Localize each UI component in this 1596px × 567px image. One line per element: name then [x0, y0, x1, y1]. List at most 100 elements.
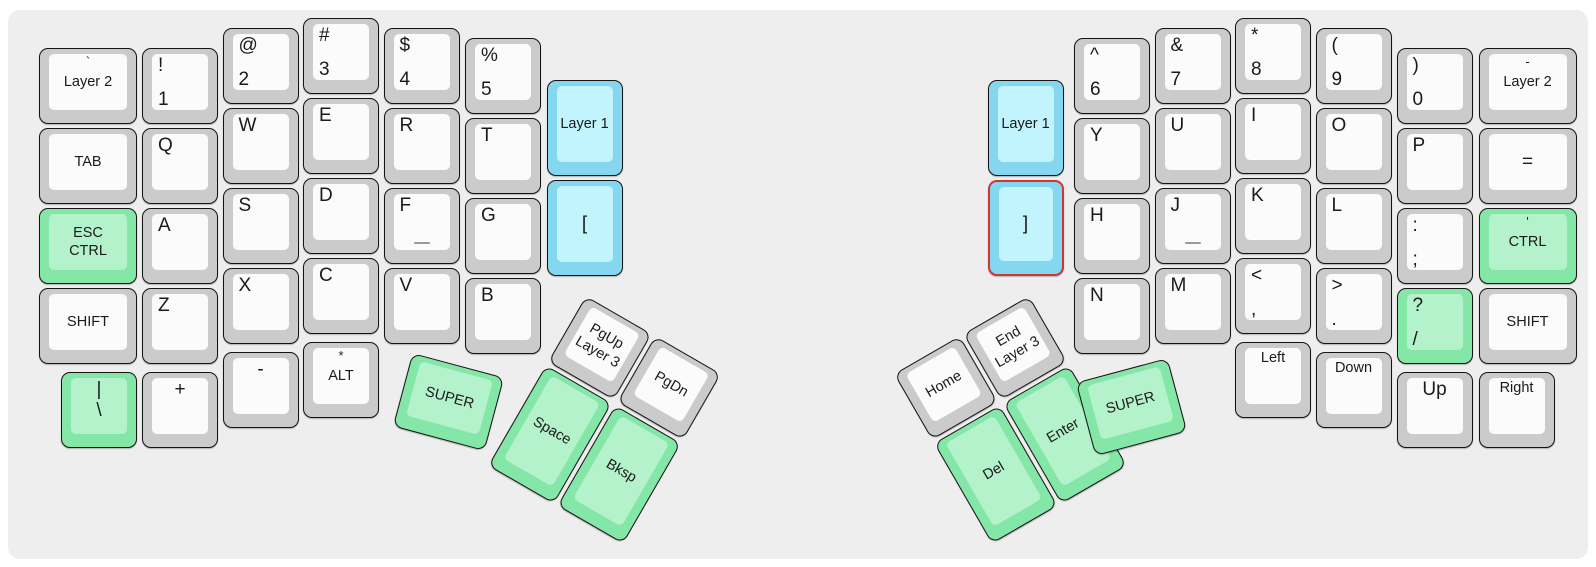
keycap-top: SUPER	[406, 361, 494, 435]
key-c[interactable]: C	[303, 258, 379, 334]
key-equals[interactable]: =	[1478, 128, 1577, 204]
key-amp-7[interactable]: &7	[1154, 28, 1231, 104]
key-z[interactable]: Z	[142, 288, 218, 364]
key-dash-layer2[interactable]: -Layer 2	[1478, 48, 1577, 124]
key-legend: :	[1412, 215, 1418, 236]
key-w[interactable]: W	[222, 108, 299, 184]
key-l[interactable]: L	[1315, 188, 1392, 264]
key-i[interactable]: I	[1235, 98, 1311, 174]
key-legend: *	[1251, 25, 1259, 46]
key-hash-3[interactable]: #3	[303, 18, 379, 94]
key-legend: >	[1331, 275, 1343, 296]
key-h[interactable]: H	[1074, 198, 1150, 274]
key-layer1-left[interactable]: Layer 1	[546, 80, 623, 176]
key-legend: SUPER	[423, 383, 476, 413]
key-legend: TAB	[74, 154, 102, 170]
key-o[interactable]: O	[1315, 108, 1392, 184]
key-u[interactable]: U	[1154, 108, 1231, 184]
key-grave-layer2[interactable]: `Layer 2	[39, 48, 137, 124]
key-legend: )	[1412, 55, 1419, 76]
key-legend: 9	[1331, 69, 1343, 90]
keycap-top: SUPER	[1086, 366, 1174, 440]
key-g[interactable]: G	[465, 198, 541, 274]
keycap-top: C	[313, 264, 369, 320]
key-left-arrow[interactable]: Left	[1235, 342, 1311, 418]
key-legend: 6	[1090, 79, 1101, 100]
key-e[interactable]: E	[303, 98, 379, 174]
keycap-top: Layer 1	[997, 86, 1054, 162]
key-gt-period[interactable]: >.	[1315, 268, 1392, 344]
key-question-slash[interactable]: ?/	[1396, 288, 1473, 364]
key-j[interactable]: J	[1154, 188, 1231, 264]
keycap-top: X	[232, 274, 289, 330]
key-x[interactable]: X	[222, 268, 299, 344]
key-p[interactable]: P	[1396, 128, 1473, 204]
key-shift-right[interactable]: SHIFT	[1478, 288, 1577, 364]
key-plus[interactable]: +	[142, 372, 218, 448]
key-legend: H	[1090, 205, 1104, 226]
key-legend: PgDn	[651, 368, 691, 401]
key-minus[interactable]: -	[222, 352, 299, 428]
key-sublegend: *	[338, 348, 344, 363]
key-legend: K	[1251, 185, 1264, 206]
key-colon-semicolon[interactable]: :;	[1396, 208, 1473, 284]
key-lt-comma[interactable]: <,	[1235, 258, 1311, 334]
key-percent-5[interactable]: %5	[465, 38, 541, 114]
keycap-top: P	[1406, 134, 1463, 190]
key-a[interactable]: A	[142, 208, 218, 284]
key-legend: .	[1331, 309, 1337, 330]
key-q[interactable]: Q	[142, 128, 218, 204]
key-super-left[interactable]: SUPER	[392, 353, 505, 451]
key-r[interactable]: R	[383, 108, 460, 184]
key-legend: M	[1170, 275, 1187, 296]
key-right-arrow[interactable]: Right	[1478, 372, 1555, 448]
keycap-top: -	[232, 358, 289, 414]
keycap-top: I	[1245, 104, 1301, 160]
key-asterisk-8[interactable]: *8	[1235, 18, 1311, 94]
key-pipe-backslash[interactable]: |\	[61, 372, 137, 448]
key-at-2[interactable]: @2	[222, 28, 299, 104]
key-down-arrow[interactable]: Down	[1315, 352, 1392, 428]
key-y[interactable]: Y	[1074, 118, 1150, 194]
keycap-top: Home	[905, 346, 982, 423]
key-v[interactable]: V	[383, 268, 460, 344]
key-dollar-4[interactable]: $4	[383, 28, 460, 104]
key-legend: 3	[319, 59, 330, 80]
key-f[interactable]: F	[383, 188, 460, 264]
key-rparen-0[interactable]: )0	[1396, 48, 1473, 124]
key-legend: %	[481, 45, 498, 66]
key-n[interactable]: N	[1074, 278, 1150, 354]
keycap-top: Y	[1084, 124, 1140, 180]
keycap-top: V	[393, 274, 450, 330]
key-legend: Up	[1422, 379, 1447, 400]
key-legend: Down	[1334, 360, 1373, 376]
key-t[interactable]: T	[465, 118, 541, 194]
key-shift-left[interactable]: SHIFT	[39, 288, 137, 364]
key-k[interactable]: K	[1235, 178, 1311, 254]
key-legend: Q	[158, 135, 173, 156]
key-rbracket[interactable]: ]	[987, 180, 1064, 276]
key-layer1-right[interactable]: Layer 1	[987, 80, 1064, 176]
key-b[interactable]: B	[465, 278, 541, 354]
keycap-top: [	[556, 186, 613, 262]
key-s[interactable]: S	[222, 188, 299, 264]
key-m[interactable]: M	[1154, 268, 1231, 344]
key-caret-6[interactable]: ^6	[1074, 38, 1150, 114]
key-super-right[interactable]: SUPER	[1075, 358, 1187, 456]
key-quote-ctrl[interactable]: 'CTRL	[1478, 208, 1577, 284]
key-exclam-1[interactable]: !1	[142, 48, 218, 124]
key-legend: ;	[1412, 249, 1418, 270]
keycap-top: )0	[1406, 54, 1463, 110]
key-lparen-9[interactable]: (9	[1315, 28, 1392, 104]
key-asterisk-alt[interactable]: *ALT	[303, 342, 379, 418]
key-tab[interactable]: TAB	[39, 128, 137, 204]
key-up-arrow[interactable]: Up	[1396, 372, 1473, 448]
key-d[interactable]: D	[303, 178, 379, 254]
key-lbracket[interactable]: [	[546, 180, 623, 276]
key-legend: E	[319, 105, 332, 126]
key-legend: C	[319, 265, 333, 286]
